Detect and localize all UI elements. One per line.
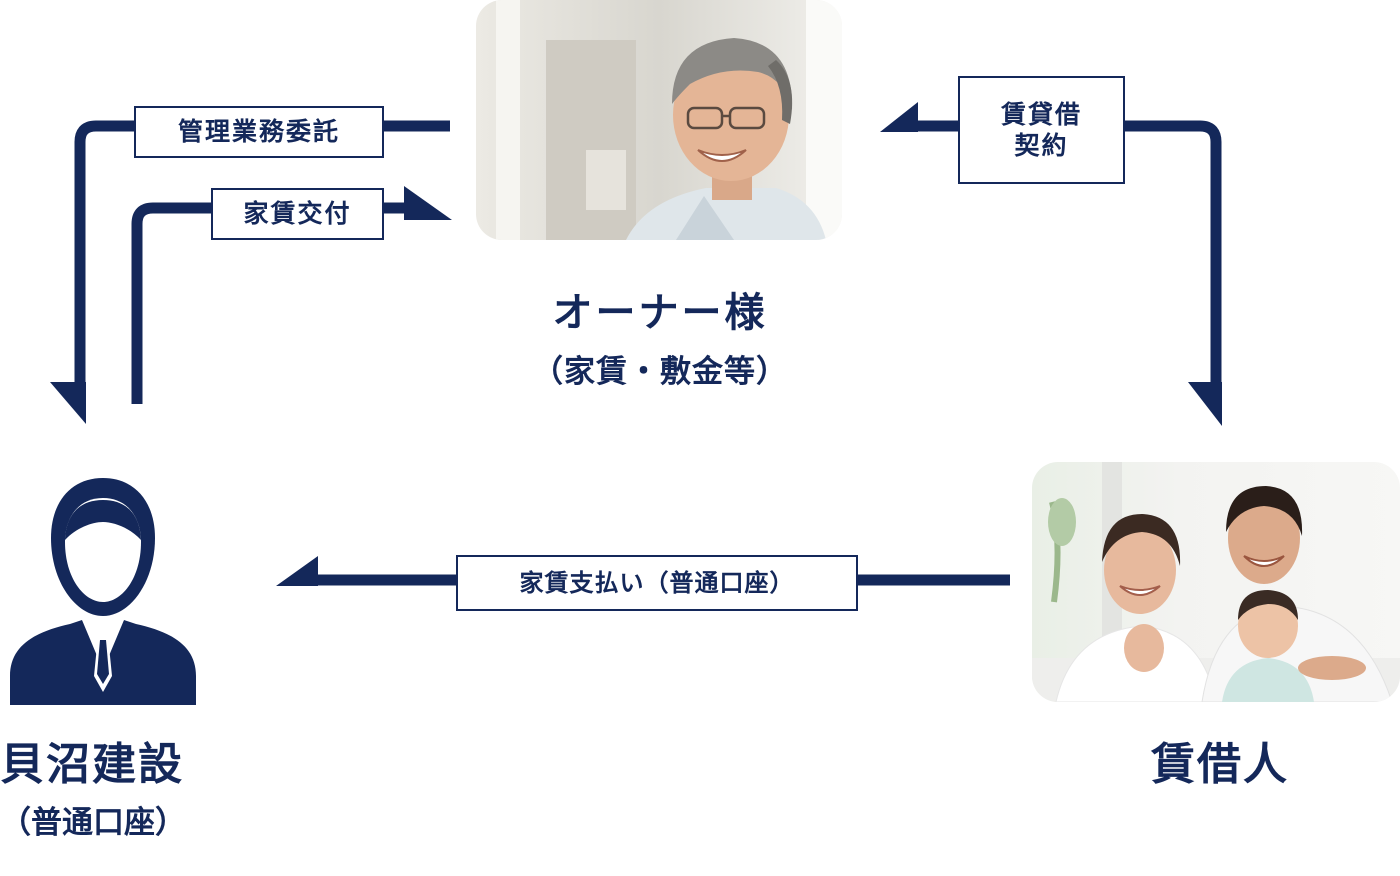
arrowhead-management: [50, 382, 86, 424]
rent-delivery-label: 家賃交付: [211, 188, 384, 240]
company-title: 貝沼建設: [0, 739, 184, 790]
business-person-icon: [10, 478, 196, 705]
lease-contract-label: 賃貸借 契約: [958, 76, 1125, 184]
owner-subtitle: （家賃・敷金等）: [532, 354, 788, 390]
rent-payment-text: 家賃支払い（普通口座）: [519, 569, 795, 597]
lease-contract-line1: 賃貸借: [1000, 99, 1082, 129]
arrow-lease: [918, 120, 1222, 392]
tenant-family-photo: [1032, 462, 1400, 702]
rent-payment-label: 家賃支払い（普通口座）: [456, 555, 858, 611]
management-outsourcing-label: 管理業務委託: [134, 106, 384, 158]
arrow-rent-delivery: [131, 202, 412, 404]
owner-title: オーナー様: [552, 290, 768, 336]
lease-contract-line2: 契約: [1014, 131, 1069, 160]
rent-delivery-text: 家賃交付: [243, 199, 352, 229]
arrow-management: [74, 120, 450, 398]
company-subtitle: （普通口座）: [0, 805, 186, 841]
arrowhead-lease-owner: [880, 102, 918, 132]
arrowhead-rent-payment: [276, 556, 318, 586]
owner-photo: [476, 0, 842, 240]
management-outsourcing-text: 管理業務委託: [177, 117, 340, 147]
arrowhead-rent-delivery: [404, 186, 452, 220]
tenant-title: 賃借人: [1151, 739, 1289, 790]
arrowhead-lease-tenant: [1188, 382, 1222, 426]
